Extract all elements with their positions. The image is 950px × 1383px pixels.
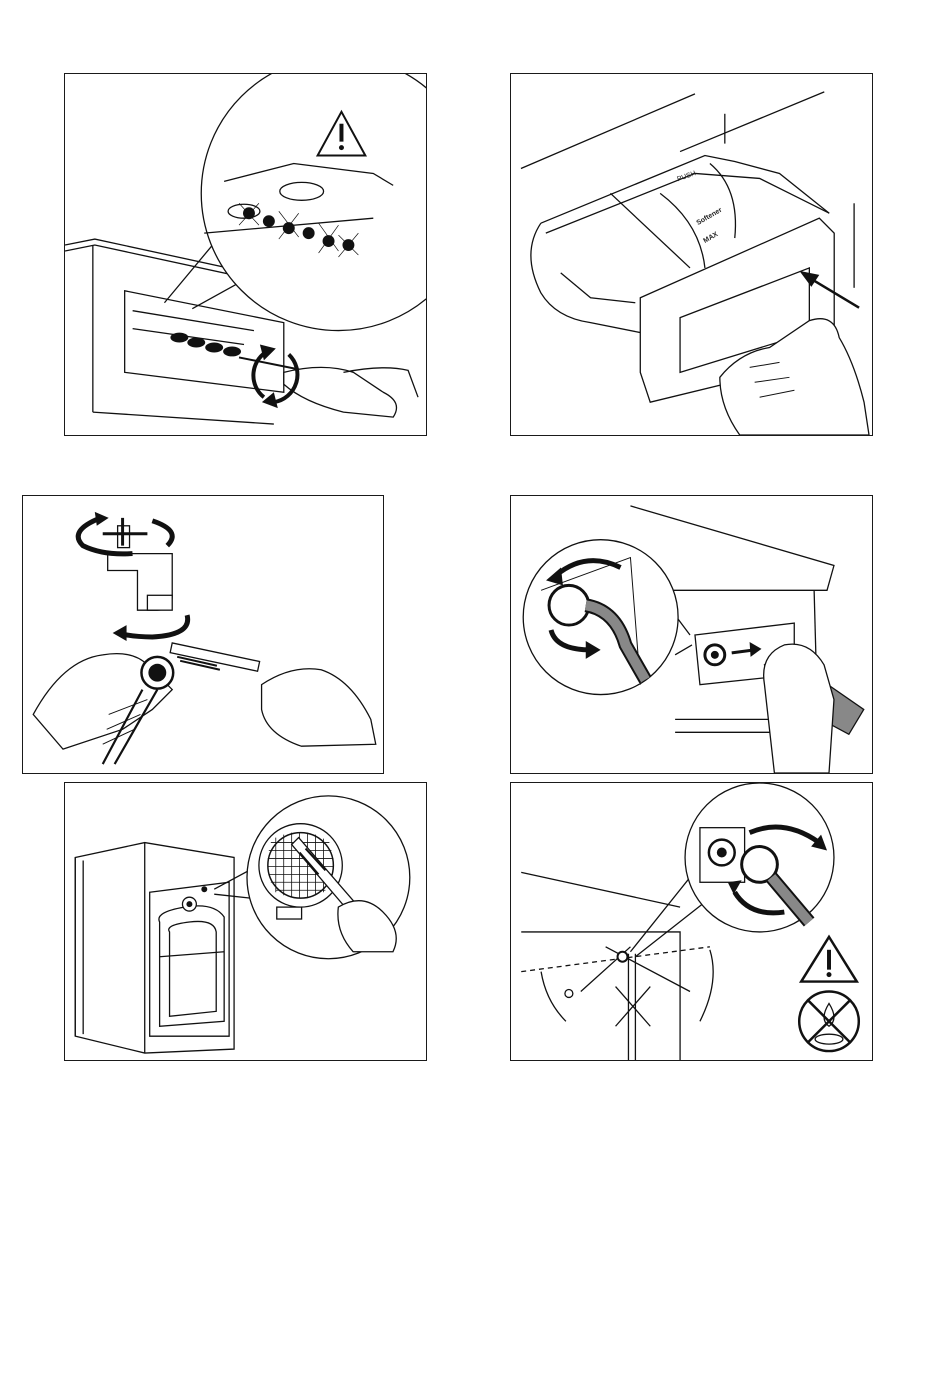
illustration-inlet-hose-reconnect — [510, 782, 873, 1061]
hose-reconnect-drawing — [511, 783, 872, 1060]
push-label: PUSH — [676, 170, 697, 183]
illustration-dispenser-drawer-insert: PUSH Softener MAX — [510, 73, 873, 436]
illustration-tap-filter-cleaning — [22, 495, 384, 774]
dispenser-recess-drawing — [65, 74, 426, 435]
tap-filter-drawing — [23, 496, 383, 773]
illustration-valve-filter-cleaning — [64, 782, 427, 1061]
no-water-icon — [799, 991, 859, 1051]
arrow-icon — [732, 642, 762, 657]
arrow-icon — [799, 271, 859, 308]
softener-label: Softener — [695, 207, 723, 227]
illustration-dispenser-recess-cleaning — [64, 73, 427, 436]
max-label: MAX — [702, 231, 719, 245]
dispenser-drawer-drawing: PUSH Softener MAX — [511, 74, 872, 435]
valve-filter-drawing — [65, 783, 426, 1060]
warning-icon — [801, 937, 857, 982]
inlet-hose-drawing — [511, 496, 872, 773]
brush-icon — [170, 643, 259, 671]
zoom-circle — [201, 74, 426, 331]
illustration-inlet-hose-removal — [510, 495, 873, 774]
